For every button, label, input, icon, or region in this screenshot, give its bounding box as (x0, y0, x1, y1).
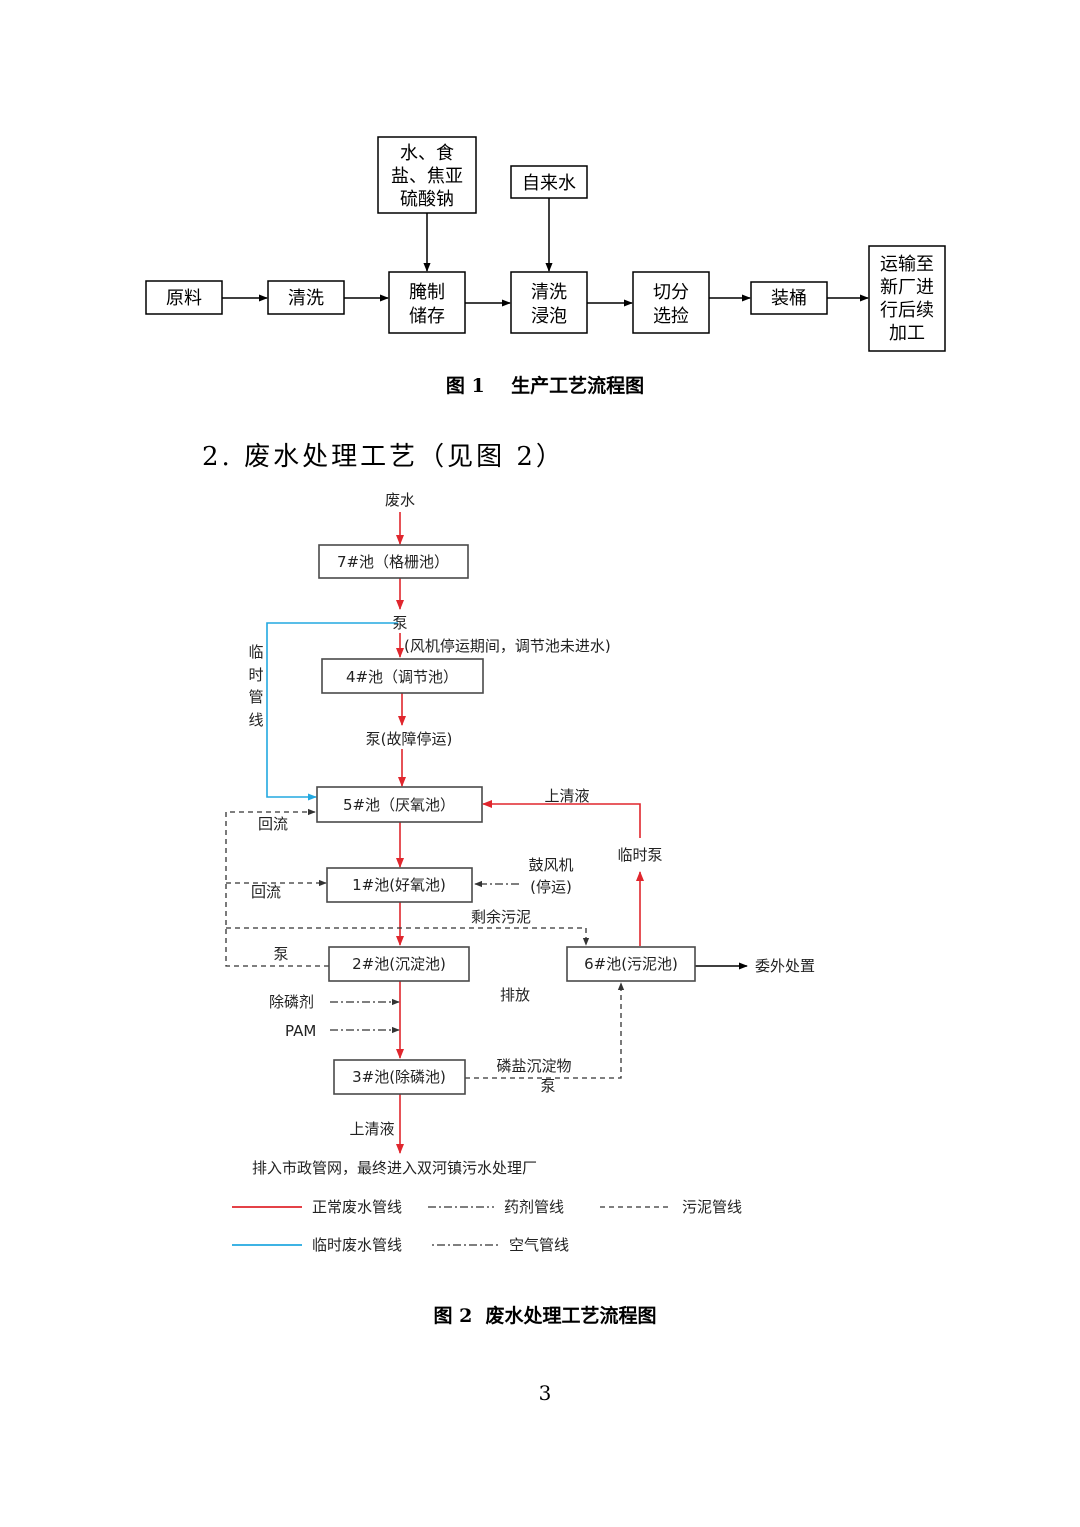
label-pool7: 7#池（格栅池） (337, 553, 449, 571)
label-temp-line-1: 临 (248, 643, 263, 661)
fig1-box-cut (632, 271, 710, 334)
label-supernatant-top: 上清液 (544, 787, 589, 805)
legend-label-normal: 正常废水管线 (312, 1198, 402, 1216)
label-dephos-agent: 除磷剂 (269, 993, 314, 1011)
fig1-label-barrel: 装桶 (771, 288, 807, 309)
box-pool6 (566, 946, 696, 982)
label-phosphate-sludge: 磷盐沉淀物 (496, 1057, 571, 1075)
fig1-label-wash: 清洗 (288, 288, 324, 309)
figure-2-wastewater-flow: 7#池（格栅池） 4#池（调节池） 5#池（厌氧池） 1#池(好氧池) 2#池(… (225, 491, 815, 1327)
flow-supernatant-to-pool5 (482, 800, 641, 838)
legend-label-chemical: 药剂管线 (504, 1198, 564, 1216)
label-pool4: 4#池（调节池） (346, 668, 458, 686)
fig1-caption: 图 1 生产工艺流程图 (446, 374, 644, 397)
fig1-box-raw (145, 280, 223, 315)
label-surplus-sludge: 剩余污泥 (471, 908, 531, 926)
fig1-box-wash (267, 280, 345, 315)
label-temp-line-3: 管 (248, 688, 263, 706)
fig1-box-soak (510, 271, 588, 334)
surplus-sludge-line (226, 927, 590, 946)
label-temp-pump: 临时泵 (617, 846, 662, 864)
label-pump-phos: 泵 (540, 1077, 555, 1095)
fig1-box-tap-water (510, 165, 588, 199)
fig1-label-transport-line2: 新厂进 (880, 277, 934, 298)
label-pool1: 1#池(好氧池) (352, 876, 446, 894)
label-pump-fault: 泵(故障停运) (366, 730, 453, 748)
page-number: 3 (539, 1381, 552, 1405)
label-temp-line-4: 线 (248, 711, 263, 729)
label-pump-return: 泵 (273, 945, 288, 963)
box-pool4 (321, 658, 484, 694)
sludge-return-line (225, 808, 329, 967)
fig1-label-salt-line2: 盐、焦亚 (391, 166, 463, 187)
box-pool3 (333, 1059, 466, 1095)
phosphate-sludge-line (465, 982, 625, 1079)
fig1-box-barrel (750, 281, 828, 315)
box-pool7 (318, 544, 469, 579)
label-pool2: 2#池(沉淀池) (352, 955, 446, 973)
fig1-box-salt-input (377, 136, 477, 214)
fig1-label-soak-line2: 浸泡 (531, 306, 567, 327)
label-blower-line1: 鼓风机 (528, 856, 573, 874)
fig1-box-transport (868, 245, 946, 352)
fig1-label-transport-line3: 行后续 (880, 300, 934, 321)
fig1-box-pickle (388, 271, 466, 334)
figure-1-production-flow: 原料 清洗 水、食 盐、焦亚 硫酸钠 自来水 腌制 储存 清洗 浸泡 切分 选捡… (145, 136, 946, 397)
label-pam: PAM (285, 1022, 316, 1040)
legend-label-sludge: 污泥管线 (682, 1198, 742, 1216)
legend-label-air: 空气管线 (509, 1236, 569, 1254)
fig1-label-transport-line4: 加工 (889, 323, 925, 344)
box-pool5 (316, 786, 483, 823)
fig1-label-raw: 原料 (166, 288, 202, 309)
legend: 正常废水管线 药剂管线 污泥管线 临时废水管线 空气管线 (232, 1198, 742, 1254)
temp-wastewater-line (266, 622, 398, 801)
label-final-discharge: 排入市政管网，最终进入双河镇污水处理厂 (252, 1159, 537, 1177)
legend-label-temp: 临时废水管线 (312, 1236, 402, 1254)
fig1-label-cut-line1: 切分 (653, 282, 689, 303)
fig1-label-pickle-line1: 腌制 (409, 282, 445, 303)
label-blower-line2: (停运) (530, 878, 572, 896)
fig1-label-cut-line2: 选捡 (653, 306, 689, 327)
box-pool1 (326, 867, 473, 903)
label-pool3: 3#池(除磷池) (352, 1068, 446, 1086)
fig1-label-pickle-line2: 储存 (409, 306, 445, 327)
label-pool5: 5#池（厌氧池） (343, 796, 455, 814)
label-wastewater: 废水 (385, 491, 415, 509)
label-supernatant-bottom: 上清液 (349, 1120, 394, 1138)
section-heading: 2. 废水处理工艺（见图 2） (202, 442, 565, 472)
label-pool6: 6#池(污泥池) (584, 955, 678, 973)
fig1-label-salt-line1: 水、食 (400, 143, 454, 164)
fig2-caption: 图 2 废水处理工艺流程图 (433, 1304, 656, 1327)
box-pool2 (328, 946, 470, 982)
fig1-label-soak-line1: 清洗 (531, 282, 567, 303)
fig1-label-transport-line1: 运输至 (880, 254, 934, 275)
label-pump-1: 泵 (392, 614, 407, 632)
label-outsourced: 委外处置 (755, 957, 815, 975)
fig1-label-salt-line3: 硫酸钠 (400, 189, 454, 210)
label-return-1: 回流 (258, 815, 288, 833)
label-return-2: 回流 (251, 883, 281, 901)
label-discharge: 排放 (500, 986, 530, 1004)
label-fan-note: (风机停运期间，调节池未进水) (404, 637, 611, 655)
fig1-label-tap-water: 自来水 (522, 173, 576, 194)
label-temp-line-2: 时 (248, 666, 263, 684)
